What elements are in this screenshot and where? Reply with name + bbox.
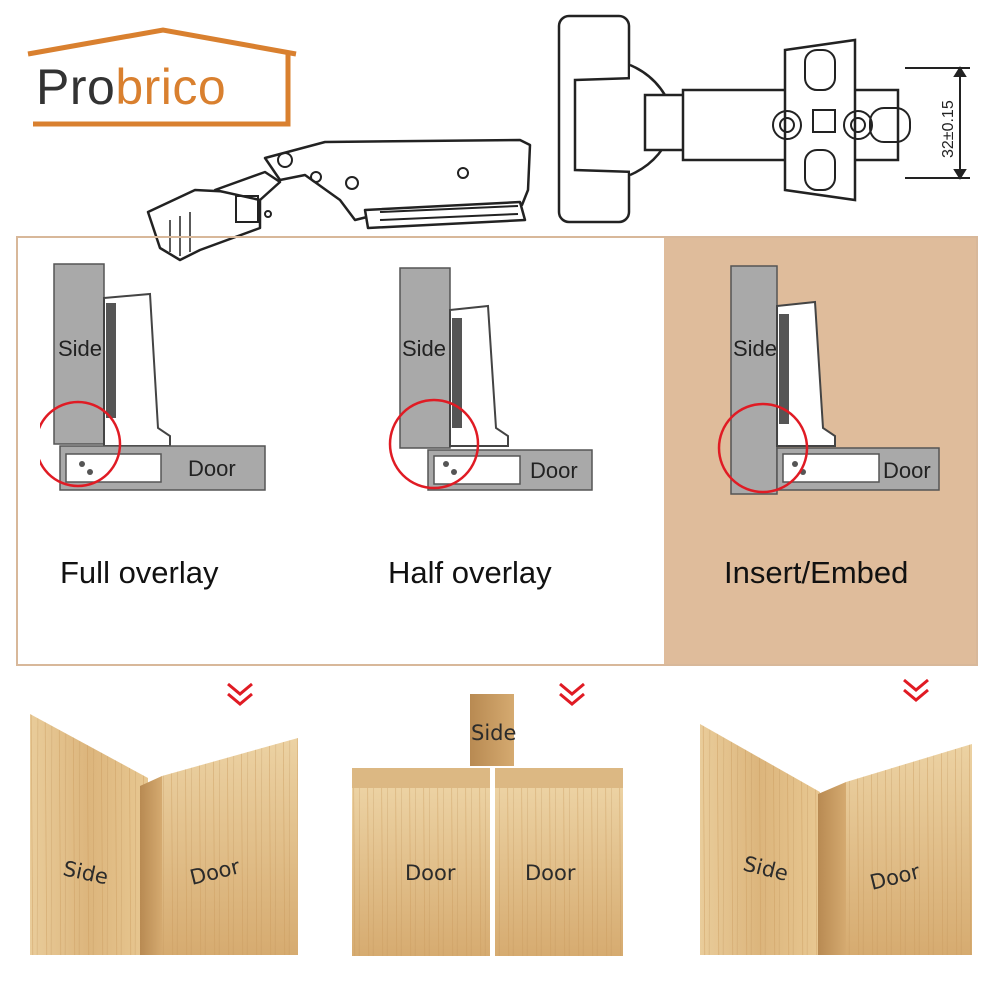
full-overlay-diagram: Side Door — [40, 263, 266, 491]
brand-name-part1: Pro — [36, 59, 116, 115]
half-overlay-diagram: Side Door — [388, 267, 593, 491]
door-label: Door — [188, 456, 236, 481]
side-label: Side — [402, 336, 446, 361]
wood-half-overlay: Side Door Door — [352, 694, 623, 956]
insert-embed-diagram: Side Door — [717, 265, 940, 495]
caption-full-overlay: Full overlay — [60, 555, 219, 590]
highlight-circle — [388, 398, 480, 490]
highlight-circle — [40, 400, 122, 488]
hinge-side-view-icon — [146, 138, 532, 262]
wood-door-right-label: Door — [525, 861, 576, 885]
hinge-top-view-icon: 32±0.15 — [557, 14, 970, 224]
double-chevron-down-icon — [903, 678, 929, 702]
side-label: Side — [733, 336, 777, 361]
caption-insert-embed: Insert/Embed — [724, 555, 909, 590]
caption-half-overlay: Half overlay — [388, 555, 552, 590]
wood-door-left-label: Door — [405, 861, 456, 885]
dimension-label: 32±0.15 — [940, 100, 957, 158]
brand-name: Probrico — [36, 58, 226, 116]
side-label: Side — [58, 336, 102, 361]
door-label: Door — [530, 458, 578, 483]
wood-full-overlay: Side Door — [30, 714, 298, 955]
door-label: Door — [883, 458, 931, 483]
logo-roof-icon — [27, 27, 297, 127]
diagram-panel — [16, 236, 978, 666]
brand-name-part2: brico — [115, 59, 227, 115]
wood-side-label: Side — [471, 721, 516, 745]
highlight-circle — [717, 402, 809, 494]
double-chevron-down-icon — [559, 682, 585, 706]
double-chevron-down-icon — [227, 682, 253, 706]
wood-photos: Side Door Side Door Door Side Door — [30, 694, 972, 956]
wood-insert-embed: Side Door — [700, 724, 972, 955]
